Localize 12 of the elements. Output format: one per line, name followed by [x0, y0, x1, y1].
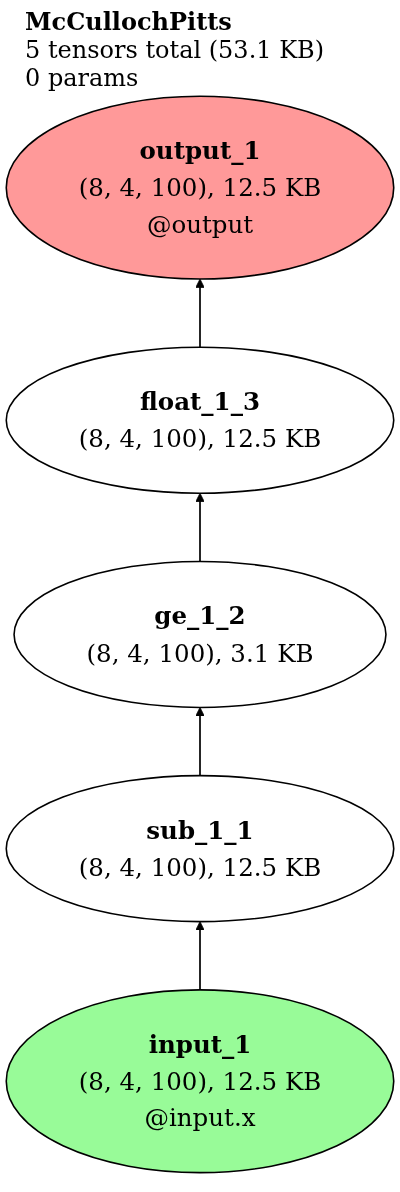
arrow: [195, 492, 205, 563]
node-ellipse: sub_1_1 (8, 4, 100), 12.5 KB: [5, 774, 395, 923]
arrow: [195, 921, 205, 991]
node-ellipse: ge_1_2 (8, 4, 100), 3.1 KB: [13, 560, 387, 709]
summary-text: 5 tensors total (53.1 KB): [25, 36, 325, 64]
summary-text: 0 params: [25, 64, 139, 92]
node-ellipse: float_1_3 (8, 4, 100), 12.5 KB: [5, 346, 395, 495]
diagram-title: McCullochPitts: [25, 8, 232, 36]
arrow: [195, 707, 205, 777]
node-ellipse: input_1 (8, 4, 100), 12.5 KB @input.x: [5, 989, 395, 1174]
arrow: [195, 278, 205, 349]
node-ellipse: output_1 (8, 4, 100), 12.5 KB @output: [5, 95, 395, 280]
